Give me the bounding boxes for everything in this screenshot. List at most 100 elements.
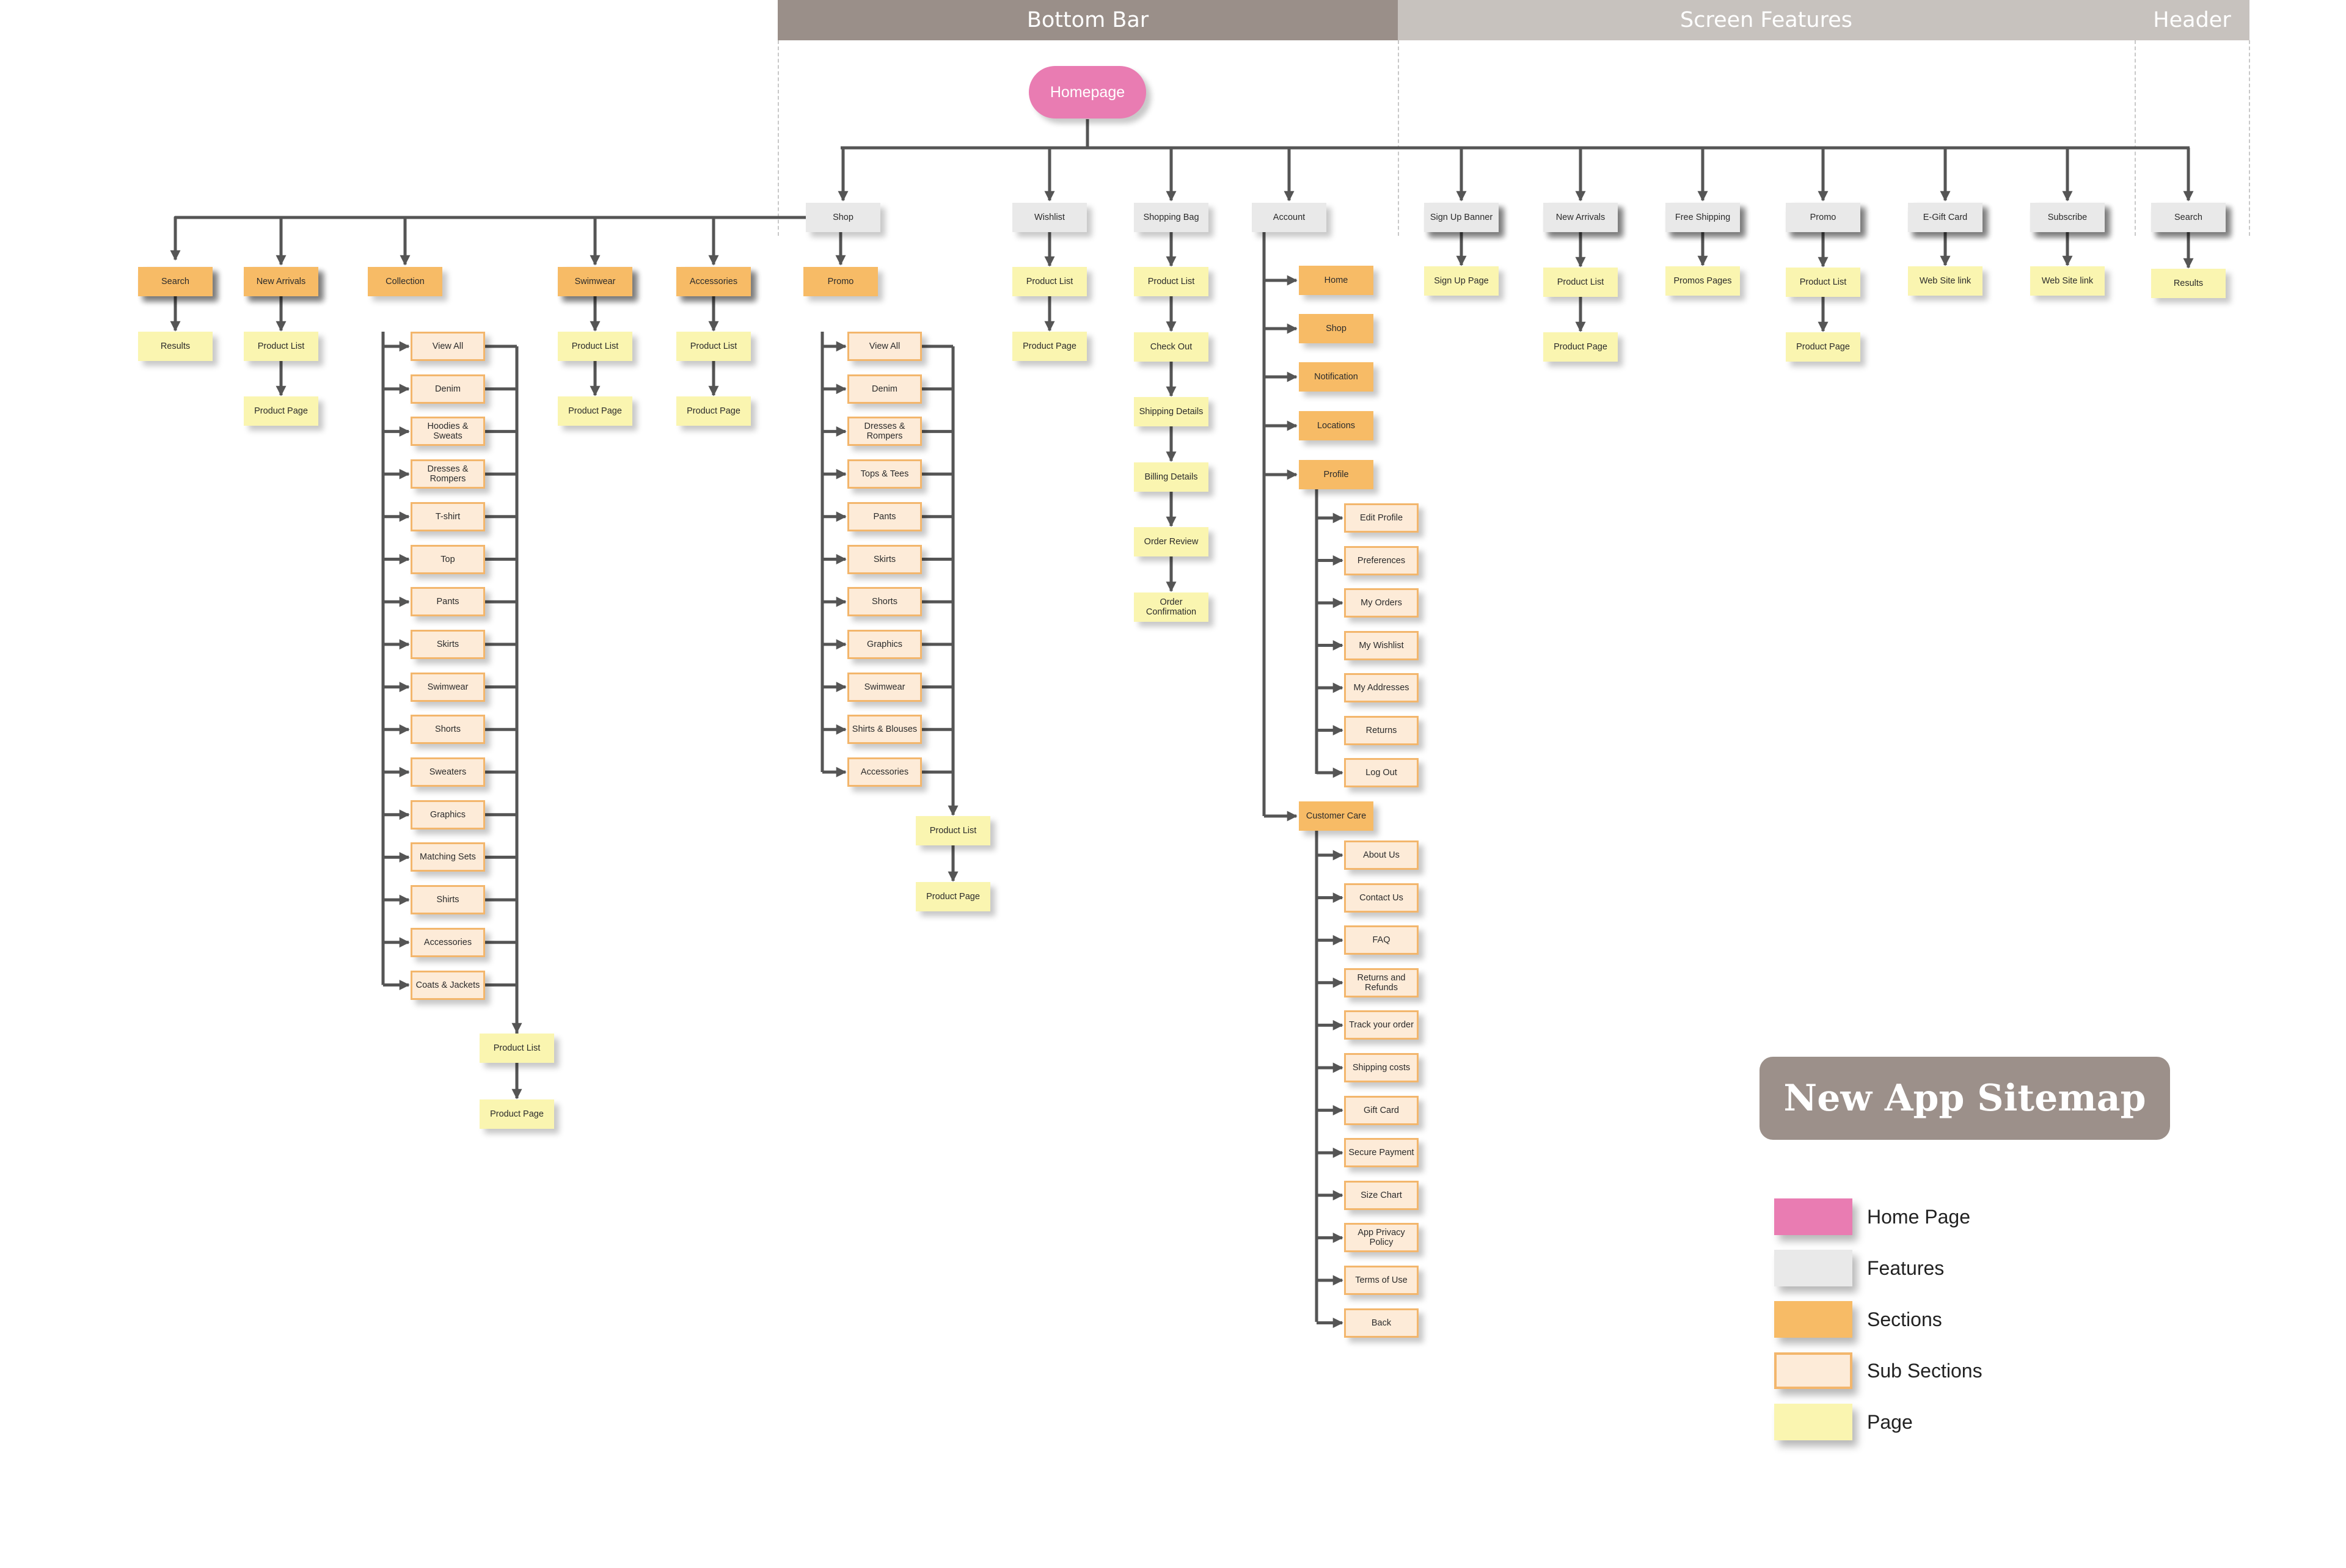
subsection-node-contact-us: Contact Us <box>1344 883 1419 913</box>
section-node-collection: Collection <box>368 267 442 296</box>
subsection-node-shipping-costs: Shipping costs <box>1344 1053 1419 1082</box>
page-node-product-list: Product List <box>244 332 318 361</box>
subsection-node-track-your-order: Track your order <box>1344 1010 1419 1040</box>
connector-line <box>170 216 806 261</box>
band-separator <box>2249 40 2250 236</box>
subsection-node-tops-and-tees: Tops & Tees <box>847 459 922 489</box>
subsection-node-size-chart: Size Chart <box>1344 1180 1419 1210</box>
page-node-product-list: Product List <box>1786 268 1860 297</box>
subsection-node-returns: Returns <box>1344 715 1419 745</box>
section-node-locations: Locations <box>1299 411 1373 440</box>
subsection-node-shorts: Shorts <box>847 587 922 617</box>
page-node-product-list: Product List <box>480 1034 554 1063</box>
subsection-node-my-wishlist: My Wishlist <box>1344 630 1419 660</box>
subsection-node-matching-sets: Matching Sets <box>411 842 485 872</box>
page-node-product-page: Product Page <box>1786 332 1860 362</box>
section-node-search: Search <box>138 267 213 296</box>
legend-swatch-home <box>1774 1198 1852 1235</box>
subsection-node-dresses-and-rompers: Dresses & Rompers <box>411 459 485 489</box>
subsection-node-skirts: Skirts <box>847 544 922 574</box>
subsection-node-view-all: View All <box>411 332 485 361</box>
page-node-results: Results <box>2151 269 2226 298</box>
page-node-product-list: Product List <box>1543 268 1618 297</box>
subsection-node-graphics: Graphics <box>411 800 485 830</box>
band-separator <box>1398 40 1399 236</box>
page-node-product-list: Product List <box>676 332 751 361</box>
page-node-product-page: Product Page <box>916 882 990 911</box>
feature-node-e-gift-card: E-Gift Card <box>1908 203 1982 232</box>
subsection-node-pants: Pants <box>411 587 485 617</box>
subsection-node-faq: FAQ <box>1344 925 1419 955</box>
legend-swatch-page <box>1774 1404 1852 1440</box>
subsection-node-graphics: Graphics <box>847 629 922 659</box>
section-node-swimwear: Swimwear <box>558 267 632 296</box>
diagram-title: New App Sitemap <box>1760 1057 2170 1140</box>
subsection-node-accessories: Accessories <box>847 757 922 787</box>
subsection-node-shirts-and-blouses: Shirts & Blouses <box>847 715 922 745</box>
subsection-node-accessories: Accessories <box>411 927 485 957</box>
legend-swatch-subsection <box>1774 1352 1852 1389</box>
page-node-billing-details: Billing Details <box>1134 462 1208 492</box>
subsection-node-swimwear: Swimwear <box>411 672 485 702</box>
legend-sections: Sections <box>1774 1301 1942 1338</box>
subsection-node-about-us: About Us <box>1344 841 1419 870</box>
feature-node-promo: Promo <box>1786 203 1860 232</box>
page-node-promos-pages: Promos Pages <box>1665 266 1740 296</box>
subsection-node-preferences: Preferences <box>1344 545 1419 575</box>
subsection-node-hoodies-and-sweats: Hoodies & Sweats <box>411 417 485 447</box>
legend-label: Page <box>1867 1410 1913 1433</box>
page-node-product-page: Product Page <box>244 396 318 426</box>
page-node-product-page: Product Page <box>480 1099 554 1129</box>
subsection-node-back: Back <box>1344 1308 1419 1338</box>
page-node-order-confirmation: Order Confirmation <box>1134 592 1208 622</box>
page-node-product-page: Product Page <box>1012 332 1087 361</box>
band-bottom-bar: Bottom Bar <box>778 0 1398 40</box>
legend-features: Features <box>1774 1250 1944 1286</box>
subsection-node-sweaters: Sweaters <box>411 757 485 787</box>
feature-node-search: Search <box>2151 203 2226 232</box>
subsection-node-edit-profile: Edit Profile <box>1344 503 1419 533</box>
subsection-node-denim: Denim <box>411 374 485 404</box>
page-node-product-page: Product Page <box>1543 332 1618 362</box>
subsection-node-returns-and-refunds: Returns and Refunds <box>1344 968 1419 997</box>
page-node-product-list: Product List <box>916 816 990 845</box>
page-node-product-page: Product Page <box>558 396 632 426</box>
feature-node-shopping-bag: Shopping Bag <box>1134 203 1208 232</box>
feature-node-shop: Shop <box>806 203 880 232</box>
feature-node-account: Account <box>1252 203 1326 232</box>
band-header: Header <box>2135 0 2249 40</box>
band-separator <box>2135 40 2136 236</box>
feature-node-wishlist: Wishlist <box>1012 203 1087 232</box>
subsection-node-denim: Denim <box>847 374 922 404</box>
legend-label: Features <box>1867 1256 1945 1279</box>
subsection-node-view-all: View All <box>847 332 922 361</box>
feature-node-sign-up-banner: Sign Up Banner <box>1424 203 1499 232</box>
page-node-product-list: Product List <box>1012 267 1087 296</box>
page-node-product-page: Product Page <box>676 396 751 426</box>
feature-node-new-arrivals: New Arrivals <box>1543 203 1618 232</box>
subsection-node-pants: Pants <box>847 501 922 531</box>
subsection-node-my-addresses: My Addresses <box>1344 673 1419 702</box>
legend-sub-sections: Sub Sections <box>1774 1352 1982 1389</box>
section-node-promo: Promo <box>803 267 878 296</box>
section-node-notification: Notification <box>1299 362 1373 392</box>
legend-page: Page <box>1774 1404 1913 1440</box>
home-node-homepage: Homepage <box>1029 66 1146 119</box>
page-node-sign-up-page: Sign Up Page <box>1424 266 1499 296</box>
subsection-node-shorts: Shorts <box>411 715 485 745</box>
page-node-order-review: Order Review <box>1134 527 1208 556</box>
section-node-shop: Shop <box>1299 314 1373 343</box>
section-node-accessories: Accessories <box>676 267 751 296</box>
subsection-node-gift-card: Gift Card <box>1344 1095 1419 1125</box>
subsection-node-t-shirt: T-shirt <box>411 501 485 531</box>
subsection-node-my-orders: My Orders <box>1344 588 1419 618</box>
feature-node-subscribe: Subscribe <box>2030 203 2105 232</box>
subsection-node-shirts: Shirts <box>411 885 485 915</box>
section-node-home: Home <box>1299 266 1373 295</box>
page-node-product-list: Product List <box>1134 267 1208 296</box>
subsection-node-top: Top <box>411 544 485 574</box>
page-node-results: Results <box>138 332 213 361</box>
page-node-web-site-link: Web Site link <box>1908 266 1982 296</box>
legend-swatch-feature <box>1774 1250 1852 1286</box>
